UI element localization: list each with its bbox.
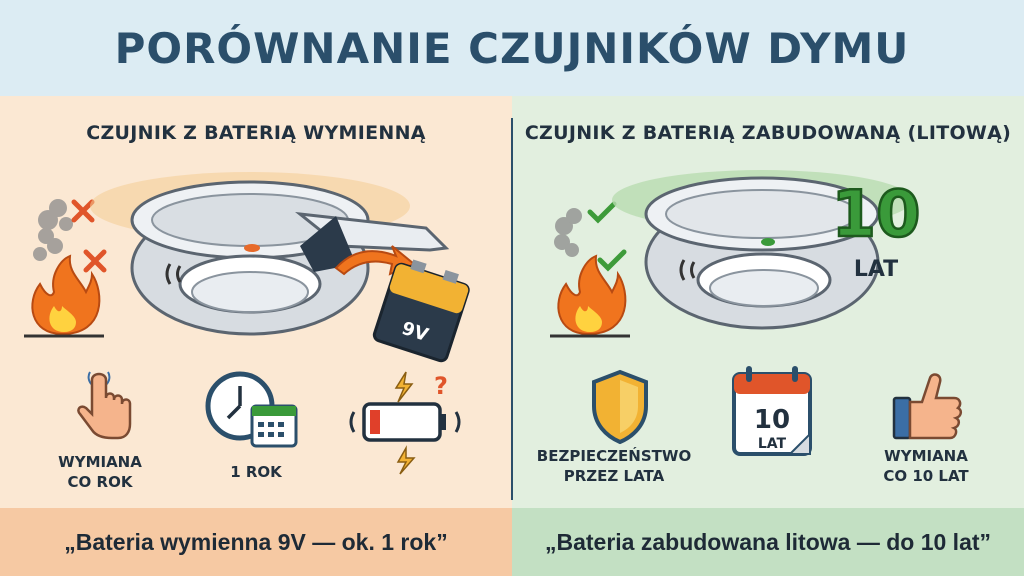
calendar-icon: 10 LAT [732, 366, 812, 456]
feature-label-ten-years: WYMIANA CO 10 LAT [883, 447, 969, 485]
tap-hand-icon [77, 371, 132, 440]
smoke-icon [33, 199, 73, 261]
check-icon [587, 201, 627, 272]
builtin-detector-illustration: 10 LAT 10 LAT [550, 170, 962, 456]
svg-text:LAT: LAT [758, 436, 787, 452]
panel-title-replaceable: CZUJNIK Z BATERIĄ WYMIENNĄ [86, 122, 426, 144]
svg-text:?: ? [434, 372, 448, 400]
smoke-detector-icon [90, 172, 450, 336]
panel-builtin-battery: CZUJNIK Z BATERIĄ ZABUDOWANĄ (LITOWĄ) [512, 96, 1024, 508]
battery-9v-icon: 9V [372, 259, 470, 363]
feature-label-yearly: WYMIANA CO ROK [58, 453, 142, 491]
panel-divider [511, 118, 513, 500]
smoke-icon [554, 208, 582, 257]
ten-years-badge: 10 LAT [830, 177, 922, 282]
smoke-detector-icon [612, 170, 912, 330]
replaceable-detector-illustration: 9V ? [24, 172, 470, 475]
feature-label-safety: BEZPIECZEŃSTWO PRZEZ LATA [536, 447, 692, 485]
footer-builtin: „Bateria zabudowana litowa — do 10 lat” [512, 508, 1024, 576]
thumbs-up-icon [892, 373, 962, 440]
svg-text:LAT: LAT [854, 257, 898, 282]
low-battery-icon: ? [349, 371, 461, 475]
page-title: PORÓWNANIE CZUJNIKÓW DYMU [114, 23, 910, 73]
fire-icon [24, 254, 104, 338]
header: PORÓWNANIE CZUJNIKÓW DYMU [0, 0, 1024, 96]
cross-icon [71, 199, 107, 273]
panel-replaceable-battery: CZUJNIK Z BATERIĄ WYMIENNĄ [0, 96, 512, 508]
clock-calendar-icon [205, 371, 298, 448]
svg-text:10: 10 [754, 405, 790, 435]
shield-icon [592, 369, 648, 445]
panel-title-builtin: CZUJNIK Z BATERIĄ ZABUDOWANĄ (LITOWĄ) [524, 122, 1012, 144]
svg-text:10: 10 [831, 178, 920, 252]
footer-replaceable: „Bateria wymienna 9V — ok. 1 rok” [0, 508, 512, 576]
fire-icon [550, 254, 630, 338]
feature-label-one-year: 1 ROK [230, 463, 282, 481]
